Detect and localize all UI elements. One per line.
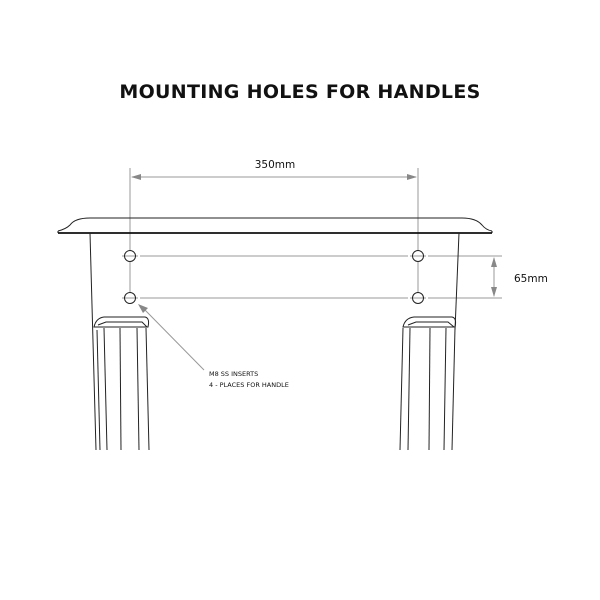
right-leg <box>399 232 460 451</box>
mounting-hole <box>124 250 136 262</box>
hole-centerlines <box>122 255 502 299</box>
drawing-title: MOUNTING HOLES FOR HANDLES <box>119 81 480 103</box>
vertical-dimension-label: 65mm <box>514 273 548 285</box>
horizontal-dimension: 350mm <box>129 159 419 250</box>
leader-arrow <box>138 304 205 371</box>
note-line-1: M8 SS INSERTS <box>209 370 258 378</box>
mounting-hole <box>124 292 136 304</box>
vertical-dimension: 65mm <box>491 257 548 297</box>
note-line-2: 4 - PLACES FOR HANDLE <box>209 381 289 389</box>
left-leg <box>89 232 150 451</box>
mounting-hole <box>412 250 424 262</box>
mounting-hole <box>412 292 424 304</box>
horizontal-dimension-label: 350mm <box>255 159 296 171</box>
tabletop <box>57 217 493 234</box>
